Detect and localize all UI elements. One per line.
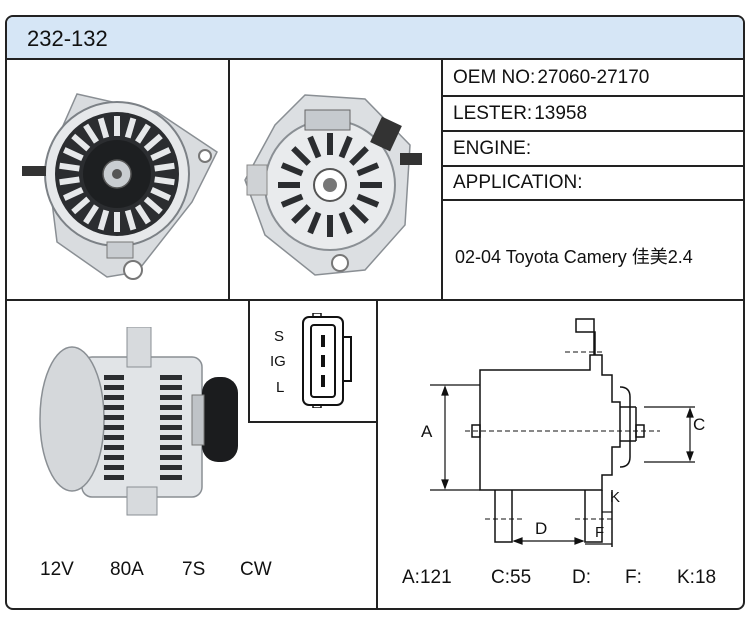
pin-label-s: S [274, 328, 285, 345]
grid-line [441, 60, 443, 299]
lester-value: 13958 [534, 103, 588, 124]
dimension-f: F: [625, 567, 642, 588]
engine-row: ENGINE: [443, 132, 743, 165]
application-label: APPLICATION: [453, 172, 583, 193]
connector-diagram: S IG L [250, 301, 376, 421]
application-value-cell: 02-04 Toyota Camery 佳美2.4 [443, 201, 743, 299]
diagram-label-f: F [595, 524, 605, 541]
amperage-rating: 80A [110, 559, 144, 580]
dimension-k: K:18 [677, 567, 717, 588]
alternator-rear-photo [244, 94, 422, 276]
dimension-a: A:121 [402, 567, 452, 588]
grid-line [228, 60, 230, 299]
grid-line [376, 299, 378, 608]
rotation-rating: CW [240, 559, 272, 580]
oem-row: OEM NO:27060-27170 [443, 60, 743, 95]
alternator-side-photo [39, 327, 238, 516]
diagram-label-a: A [421, 422, 433, 441]
grid-line [248, 299, 250, 423]
grid-line [7, 299, 743, 301]
grid-line [441, 95, 743, 97]
grid-line [441, 130, 743, 132]
lester-label: LESTER: [453, 103, 533, 124]
application-value: 02-04 Toyota Camery 佳美2.4 [455, 247, 693, 267]
diagram-label-c: C [693, 415, 706, 434]
oem-label: OEM NO: [453, 67, 536, 88]
engine-label: ENGINE: [453, 138, 532, 159]
grid-line [248, 421, 378, 423]
connector-plug-icon [302, 313, 352, 408]
spec-sheet: 232-132 OEM NO:27060-27170 LESTER:13958 … [5, 15, 745, 610]
grid-line [441, 165, 743, 167]
dimension-c: C:55 [491, 567, 532, 588]
grid-line [441, 199, 743, 201]
pulley-rating: 7S [182, 559, 206, 580]
application-row: APPLICATION: [443, 167, 743, 199]
lester-row: LESTER:13958 [443, 97, 743, 130]
alternator-front-photo [22, 93, 218, 280]
pin-label-ig: IG [270, 353, 286, 370]
header-bar: 232-132 [7, 17, 743, 60]
diagram-label-d: D [535, 519, 548, 538]
pin-label-l: L [276, 379, 285, 396]
voltage-rating: 12V [40, 559, 74, 580]
dimension-d: D: [572, 567, 591, 588]
oem-value: 27060-27170 [537, 67, 650, 88]
part-number-title: 232-132 [27, 26, 108, 51]
diagram-label-k: K [610, 489, 621, 506]
dimension-drawing [430, 318, 695, 547]
